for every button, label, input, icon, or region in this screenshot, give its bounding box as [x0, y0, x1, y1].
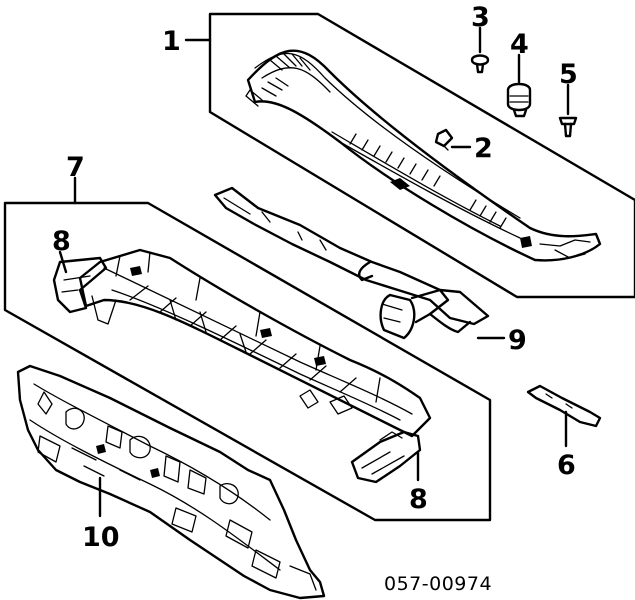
cowl-panel — [78, 248, 432, 438]
callout-1: 1 — [162, 26, 181, 57]
callout-8-left: 8 — [52, 226, 71, 257]
callout-9: 9 — [508, 325, 527, 356]
screw-part-5 — [558, 83, 578, 138]
diagram-code: 057-00974 — [384, 573, 492, 595]
cowl-vent-slats — [261, 53, 507, 229]
callout-8-right: 8 — [409, 484, 428, 515]
group-1-frame — [208, 12, 635, 299]
callout-10: 10 — [82, 522, 120, 553]
clip-part-2 — [434, 128, 472, 151]
callout-6: 6 — [557, 450, 576, 481]
callout-3: 3 — [471, 2, 490, 33]
group-7-frame — [3, 201, 492, 522]
cowl-top-panel — [245, 49, 602, 262]
callout-4: 4 — [510, 29, 529, 60]
bracket-part-6 — [526, 384, 602, 448]
dash-panel — [16, 364, 326, 600]
grommet-part-4 — [506, 53, 532, 118]
callout-5: 5 — [559, 59, 578, 90]
callout-7: 7 — [66, 152, 85, 183]
wiper-linkage-part-9 — [213, 186, 506, 340]
push-pin-part-3 — [470, 26, 490, 74]
side-bracket-right — [350, 430, 422, 484]
callout-2: 2 — [474, 133, 493, 164]
side-bracket-left — [52, 250, 108, 314]
